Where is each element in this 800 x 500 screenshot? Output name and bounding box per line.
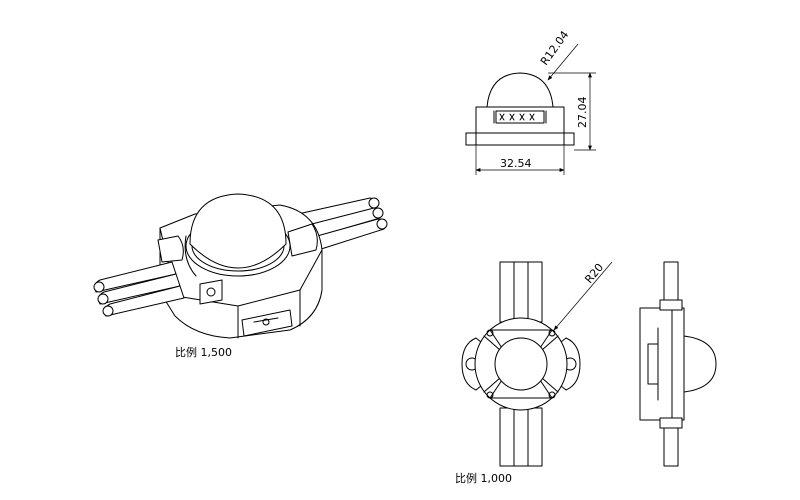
dimension-radius-body: R20	[553, 261, 613, 331]
dim-radius-dome-text: R12.04	[538, 28, 572, 67]
top-view: R20 比例 1,000	[455, 261, 613, 485]
mount-clips	[199, 279, 293, 337]
top-scale-label: 比例 1,000	[455, 471, 512, 485]
dimension-radius-dome: R12.04	[538, 28, 579, 81]
top-view-cables	[499, 261, 543, 467]
top-view-lens	[494, 337, 548, 391]
elevation-dome	[486, 72, 554, 108]
elevation-view: R12.04 27.04 32.54	[465, 28, 596, 175]
iso-scale-label: 比例 1,500	[175, 345, 232, 359]
side-view	[639, 261, 717, 467]
isometric-view: 比例 1,500	[93, 193, 388, 359]
cables-left	[93, 261, 185, 317]
dimension-height: 27.04	[548, 72, 596, 151]
dim-width-text: 32.54	[500, 157, 532, 170]
dim-radius-body-text: R20	[582, 261, 606, 286]
cables-right	[297, 197, 388, 251]
dim-height-text: 27.04	[576, 97, 589, 129]
dimension-width: 32.54	[475, 145, 565, 175]
lens-dome	[185, 193, 291, 277]
side-view-dome	[683, 335, 717, 393]
led-chips	[499, 113, 535, 121]
